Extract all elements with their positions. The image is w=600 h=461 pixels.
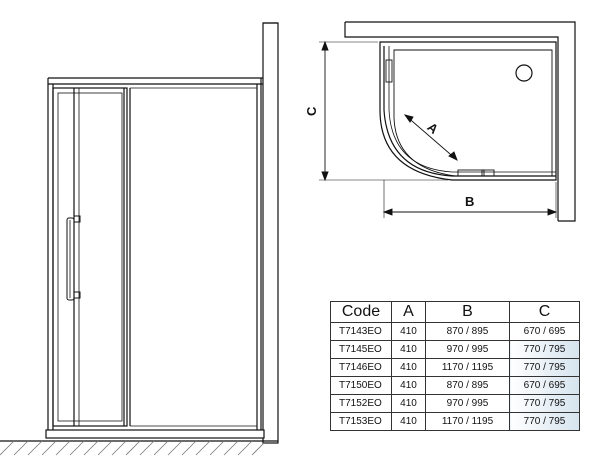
- cell-a: 410: [391, 340, 426, 359]
- table-row: T7153EO 410 1170 / 1195 770 / 795: [330, 412, 580, 431]
- cell-code: T7152EO: [330, 394, 392, 413]
- cell-a: 410: [391, 412, 426, 431]
- fixed-panel: [123, 87, 257, 427]
- cell-c: 770 / 795: [509, 358, 580, 377]
- wall-elevation: [262, 22, 279, 444]
- cell-code: T7150EO: [330, 376, 392, 395]
- floor-hatching: [0, 440, 267, 456]
- header-a: A: [391, 301, 426, 323]
- cell-b: 970 / 995: [425, 340, 510, 359]
- table-row: T7143EO 410 870 / 895 670 / 695: [330, 322, 580, 341]
- table-header-row: Code A B C: [330, 301, 580, 323]
- label-b: B: [465, 194, 474, 209]
- cell-b: 870 / 895: [425, 376, 510, 395]
- cell-c: 770 / 795: [509, 412, 580, 431]
- cell-b: 1170 / 1195: [425, 412, 510, 431]
- front-elevation: [0, 22, 279, 444]
- cell-c: 670 / 695: [509, 322, 580, 341]
- cell-a: 410: [391, 322, 426, 341]
- curved-door: [383, 46, 556, 177]
- shower-tray: [0, 429, 278, 442]
- cell-c: 770 / 795: [509, 340, 580, 359]
- dimension-a: [403, 114, 458, 161]
- dimension-b: [382, 180, 558, 218]
- cell-a: 410: [391, 358, 426, 377]
- cell-a: 410: [391, 376, 426, 395]
- cell-code: T7143EO: [330, 322, 392, 341]
- dimension-c: [319, 40, 448, 182]
- cell-b: 1170 / 1195: [425, 358, 510, 377]
- label-c: C: [304, 106, 319, 116]
- plan-walls: [344, 21, 576, 222]
- cell-b: 870 / 895: [425, 322, 510, 341]
- sliding-door: [52, 87, 128, 427]
- table-row: T7145EO 410 970 / 995 770 / 795: [330, 340, 580, 359]
- cell-code: T7153EO: [330, 412, 392, 431]
- cell-b: 970 / 995: [425, 394, 510, 413]
- cell-code: T7146EO: [330, 358, 392, 377]
- cell-c: 770 / 795: [509, 394, 580, 413]
- header-c: C: [509, 301, 580, 323]
- plan-view: [319, 21, 576, 222]
- cell-code: T7145EO: [330, 340, 392, 359]
- drain: [515, 64, 533, 82]
- header-b: B: [425, 301, 510, 323]
- cell-c: 670 / 695: [509, 376, 580, 395]
- table-row: T7150EO 410 870 / 895 670 / 695: [330, 376, 580, 395]
- dimension-table: Code A B C T7143EO 410 870 / 895 670 / 6…: [330, 301, 580, 431]
- table-row: T7152EO 410 970 / 995 770 / 795: [330, 394, 580, 413]
- door-handle: [66, 215, 81, 301]
- plan-tray: [379, 41, 557, 181]
- header-code: Code: [330, 301, 392, 323]
- enclosure-frame: [47, 77, 263, 432]
- table-row: T7146EO 410 1170 / 1195 770 / 795: [330, 358, 580, 377]
- cell-a: 410: [391, 394, 426, 413]
